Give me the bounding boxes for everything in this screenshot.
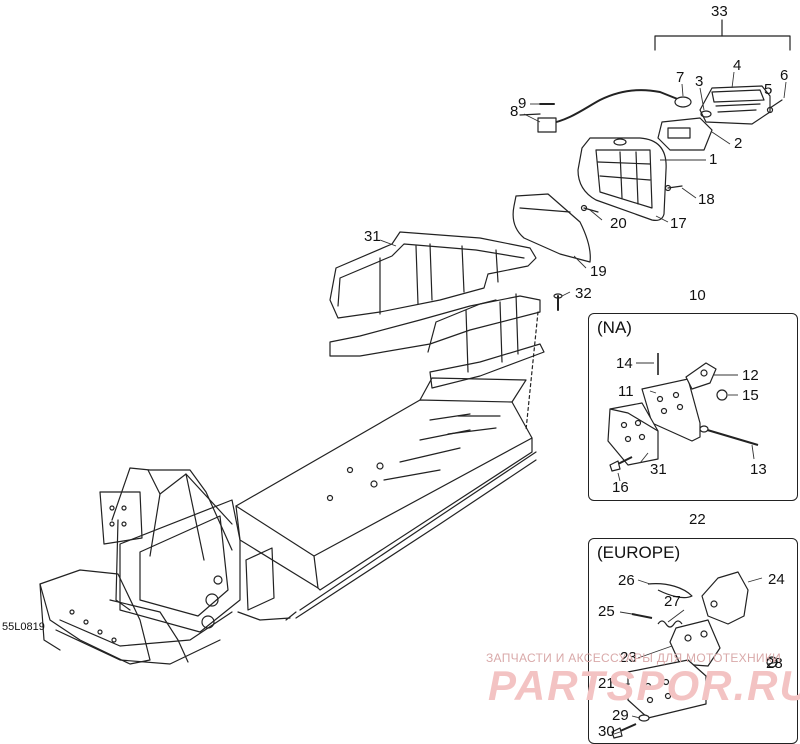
callout-18: 18 xyxy=(698,191,715,208)
callout-32: 32 xyxy=(575,285,592,302)
callout-4: 4 xyxy=(733,57,742,74)
watermark-logo: PARTSPOR.RU xyxy=(488,662,800,709)
callout-6: 6 xyxy=(780,67,789,84)
na-detail-box xyxy=(588,313,798,501)
callout-13: 13 xyxy=(750,461,767,478)
callout-5: 5 xyxy=(764,81,773,98)
callout-23: 23 xyxy=(620,649,637,666)
callout-25: 25 xyxy=(598,603,615,620)
callout-20: 20 xyxy=(610,215,627,232)
callout-8: 8 xyxy=(510,103,519,120)
callout-31-rack: 31 xyxy=(364,228,381,245)
callout-24: 24 xyxy=(768,571,785,588)
callout-2: 2 xyxy=(734,135,743,152)
callout-31-na: 31 xyxy=(650,461,667,478)
callout-9: 9 xyxy=(518,95,527,112)
callout-15: 15 xyxy=(742,387,759,404)
callout-1: 1 xyxy=(709,151,718,168)
region-label-na: (NA) xyxy=(597,318,632,337)
taillight-assembly xyxy=(512,19,791,263)
callout-14: 14 xyxy=(616,355,633,372)
na-bracket-kit xyxy=(607,353,759,482)
europe-bracket-kit xyxy=(611,571,779,739)
callout-19: 19 xyxy=(590,263,607,280)
callout-10: 10 xyxy=(689,287,706,304)
callout-30: 30 xyxy=(598,723,615,740)
region-label-europe: (EUROPE) xyxy=(597,543,681,562)
callout-16: 16 xyxy=(612,479,629,496)
watermark-tagline: ЗАПЧАСТИ И АКСЕССУАРЫ ДЛЯ МОТОТЕХНИКИ xyxy=(486,651,782,665)
callout-27: 27 xyxy=(664,593,681,610)
callout-7: 7 xyxy=(676,69,685,86)
callout-3: 3 xyxy=(695,73,704,90)
callout-17: 17 xyxy=(670,215,687,232)
callout-22: 22 xyxy=(689,511,706,528)
callout-21: 21 xyxy=(598,675,615,692)
callout-28: 28 xyxy=(766,655,783,672)
callout-29: 29 xyxy=(612,707,629,724)
cargo-rack xyxy=(329,231,563,431)
callout-11: 11 xyxy=(618,383,634,400)
callout-12: 12 xyxy=(742,367,759,384)
callout-26: 26 xyxy=(618,572,635,589)
diagram-code: 55L0819 xyxy=(2,621,45,633)
callout-33: 33 xyxy=(711,3,728,20)
chassis-frame xyxy=(39,377,537,665)
